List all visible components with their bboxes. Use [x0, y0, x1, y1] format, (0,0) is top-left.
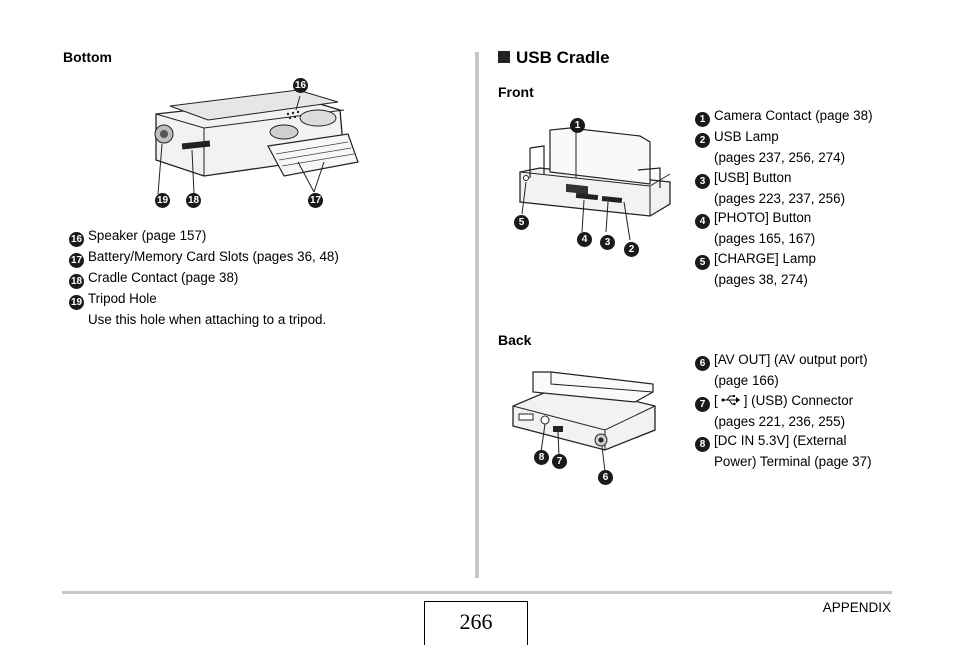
list-item-text: [DC IN 5.3V] (External: [714, 433, 847, 448]
list-item-text: USB Lamp: [714, 129, 779, 144]
list-number: 18: [69, 274, 84, 289]
back-parts-list: 6[AV OUT] (AV output port) (page 166) 7[…: [695, 350, 945, 472]
list-item-continuation: (pages 165, 167): [714, 231, 816, 246]
callout-7: 7: [552, 454, 567, 469]
callout-16: 16: [293, 78, 308, 93]
list-item: 3[USB] Button: [695, 168, 945, 189]
list-item-text: Speaker (page 157): [88, 228, 207, 243]
callout-19: 19: [155, 193, 170, 208]
list-item-text: Battery/Memory Card Slots (pages 36, 48): [88, 249, 339, 264]
list-item-continuation: Use this hole when attaching to a tripod…: [88, 312, 327, 327]
callout-2: 2: [624, 242, 639, 257]
list-item-continuation: (pages 223, 237, 256): [714, 190, 846, 206]
list-item-text: [USB] Button: [714, 169, 792, 185]
front-heading: Front: [498, 84, 534, 100]
list-item: 1 Camera Contact (page 38): [695, 106, 945, 127]
callout-18: 18: [186, 193, 201, 208]
camera-bottom-illustration: [154, 89, 359, 195]
bottom-heading: Bottom: [63, 49, 112, 65]
list-item-text: [PHOTO] Button: [714, 210, 812, 225]
list-item-text: Tripod Hole: [88, 291, 157, 306]
column-divider: [475, 52, 479, 578]
list-item: 19 Tripod Hole: [69, 289, 469, 310]
list-item-continuation: (pages 38, 274): [714, 271, 808, 287]
back-heading: Back: [498, 332, 532, 348]
callout-1: 1: [570, 118, 585, 133]
cradle-back-illustration: [512, 371, 656, 473]
front-parts-list: 1 Camera Contact (page 38) 2 USB Lamp (pag…: [695, 106, 945, 289]
list-item-continuation: (pages 221, 236, 255): [714, 413, 846, 429]
page-number: 266: [424, 601, 528, 645]
list-item-text: [AV OUT] (AV output port): [714, 352, 868, 367]
list-number: 5: [695, 254, 710, 270]
footer-rule: [62, 591, 892, 594]
list-item: 8 [DC IN 5.3V] (External: [695, 431, 945, 452]
list-number: 6: [695, 356, 710, 371]
bottom-parts-list: 16 Speaker (page 157) 17 Battery/Memory Ca…: [69, 226, 469, 330]
section-title: USB Cradle: [498, 48, 610, 68]
callout-8: 8: [534, 450, 549, 465]
list-item-text: ] (USB) Connector: [743, 392, 854, 408]
list-number: 4: [695, 214, 710, 229]
cradle-front-illustration: [519, 127, 671, 241]
list-number: 16: [69, 232, 84, 247]
list-number: 17: [69, 253, 84, 268]
section-label: APPENDIX: [822, 600, 891, 615]
callout-17: 17: [308, 193, 323, 208]
list-item: 4 [PHOTO] Button: [695, 208, 945, 229]
list-item-text: [: [714, 392, 718, 408]
list-item: 7[ ] (USB) Connector: [695, 391, 945, 412]
list-item: 17 Battery/Memory Card Slots (pages 36, 4…: [69, 247, 469, 268]
list-item: 6 [AV OUT] (AV output port): [695, 350, 945, 371]
list-item-continuation: Power) Terminal (page 37): [714, 454, 872, 469]
list-item-continuation: (pages 237, 256, 274): [714, 150, 846, 165]
list-item: 5[CHARGE] Lamp: [695, 249, 945, 270]
list-item: 16 Speaker (page 157): [69, 226, 469, 247]
callout-4: 4: [577, 232, 592, 247]
list-number: 3: [695, 173, 710, 189]
list-item: 18 Cradle Contact (page 38): [69, 268, 469, 289]
list-number: 8: [695, 437, 710, 452]
list-item-text: [CHARGE] Lamp: [714, 250, 816, 266]
list-number: 7: [695, 396, 710, 412]
list-number: 2: [695, 133, 710, 148]
list-number: 19: [69, 295, 84, 310]
usb-symbol-icon: [721, 394, 740, 405]
list-item: 2 USB Lamp: [695, 127, 945, 148]
square-bullet-icon: [498, 51, 510, 63]
list-number: 1: [695, 112, 710, 127]
callout-3: 3: [600, 235, 615, 250]
callout-6: 6: [598, 470, 613, 485]
section-title-text: USB Cradle: [516, 48, 610, 67]
callout-5: 5: [514, 215, 529, 230]
list-item-continuation: (page 166): [714, 373, 779, 388]
list-item-text: Cradle Contact (page 38): [88, 270, 239, 285]
list-item-text: Camera Contact (page 38): [714, 108, 873, 123]
